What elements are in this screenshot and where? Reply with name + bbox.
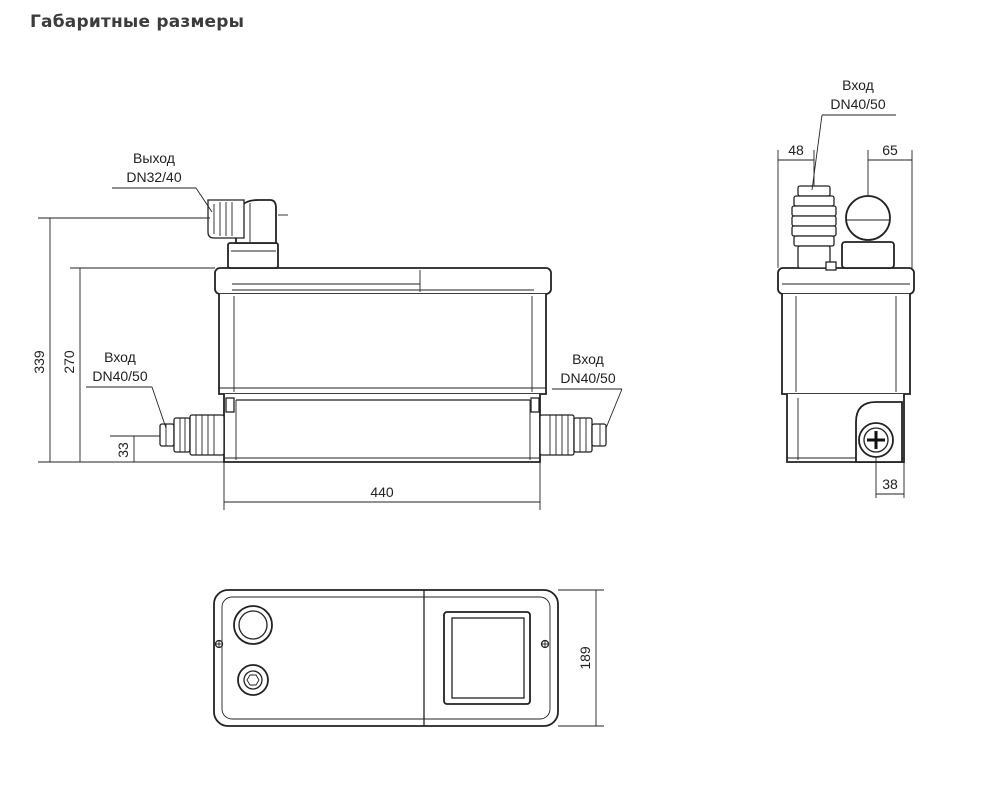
dim-left-offset: 48 <box>777 142 815 268</box>
dim-right-offset-text: 65 <box>882 142 898 158</box>
dim-bottom-offset: 38 <box>875 457 905 498</box>
front-view: Выход DN32/40 Вход DN40/50 Вход DN40/50 … <box>31 150 623 510</box>
outlet-label: Выход DN32/40 <box>112 150 213 213</box>
dim-total-height-text: 339 <box>31 350 47 374</box>
side-inlet-label-text: Вход <box>842 77 874 93</box>
dim-width-text: 440 <box>370 484 394 500</box>
outlet-dn-text: DN32/40 <box>126 169 181 185</box>
outlet-elbow <box>207 199 288 269</box>
dim-body-height: 270 <box>61 267 215 462</box>
dim-body-height-text: 270 <box>61 350 77 374</box>
side-inlet-label: Вход DN40/50 <box>811 77 896 191</box>
left-inlet-dn-text: DN40/50 <box>92 368 147 384</box>
front-body <box>214 267 552 463</box>
right-inlet-dn-text: DN40/50 <box>560 370 615 386</box>
dim-inlet-height-text: 33 <box>115 442 131 458</box>
dim-depth: 189 <box>558 589 604 727</box>
dim-bottom-offset-text: 38 <box>882 476 898 492</box>
side-outlet-pipe <box>841 195 895 269</box>
left-inlet-label: Вход DN40/50 <box>86 349 167 429</box>
right-inlet-connector <box>539 414 607 456</box>
right-inlet-label-text: Вход <box>572 351 604 367</box>
top-screw-right <box>540 639 550 649</box>
page-title: Габаритные размеры <box>30 12 245 32</box>
side-inlet-dn-text: DN40/50 <box>830 96 885 112</box>
dim-left-offset-text: 48 <box>788 142 804 158</box>
dim-width: 440 <box>223 462 541 510</box>
dim-right-offset: 65 <box>867 142 913 268</box>
top-outlet-circle <box>233 605 273 645</box>
left-inlet-connector <box>159 414 225 456</box>
side-pump-motor <box>855 401 903 463</box>
top-small-circle <box>237 664 269 696</box>
dim-total-height: 339 <box>31 217 224 463</box>
dim-depth-text: 189 <box>577 646 593 670</box>
left-inlet-label-text: Вход <box>104 349 136 365</box>
top-screw-left <box>214 639 224 649</box>
side-view: Вход DN40/50 48 65 38 <box>777 77 915 498</box>
outlet-label-text: Выход <box>133 150 175 166</box>
side-inlet-connector <box>791 185 837 271</box>
right-inlet-label: Вход DN40/50 <box>552 351 623 429</box>
top-control-panel <box>443 611 531 705</box>
dim-inlet-height: 33 <box>110 435 160 462</box>
top-view: 189 <box>213 589 604 727</box>
